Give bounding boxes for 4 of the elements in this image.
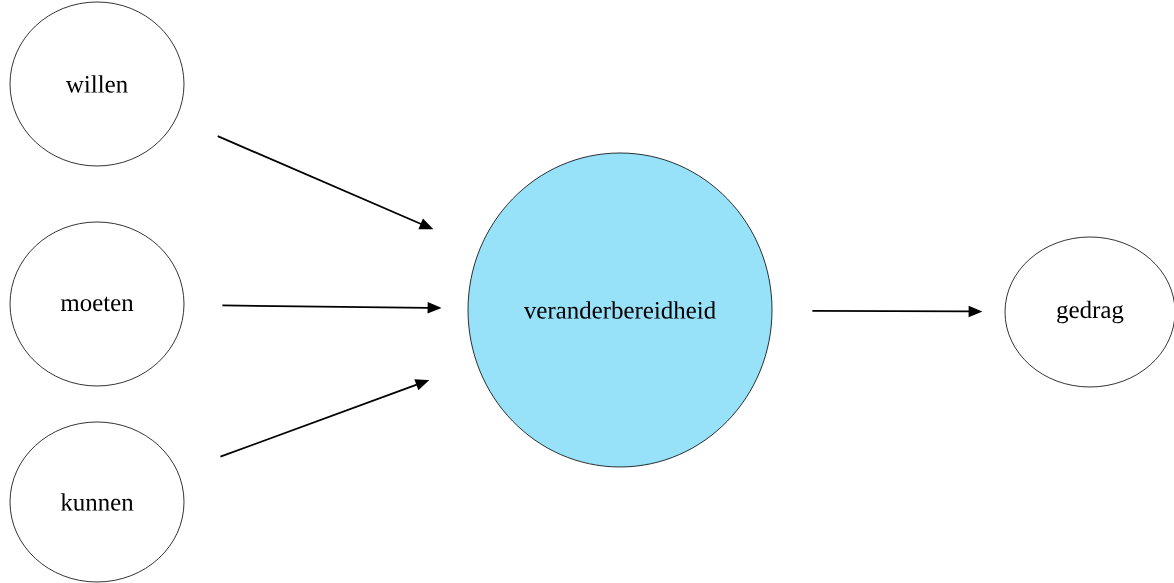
ellipse-node: willen bbox=[9, 1, 185, 167]
circle-node: veranderbereidheid bbox=[467, 152, 773, 468]
ellipse-node: moeten bbox=[9, 221, 185, 387]
ellipse-node: kunnen bbox=[9, 421, 185, 583]
